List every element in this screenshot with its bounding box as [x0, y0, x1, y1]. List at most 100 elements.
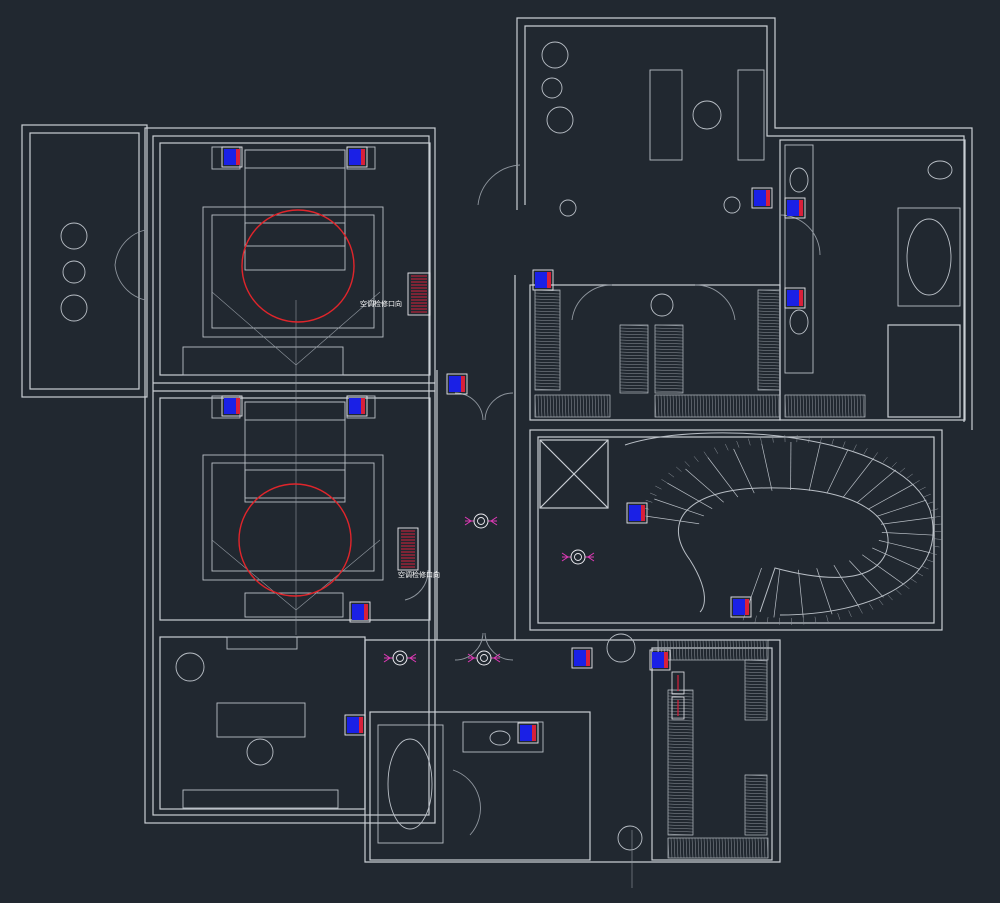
return-grille: [407, 272, 431, 316]
stair-hatch: [725, 443, 729, 451]
hatch-area: [744, 774, 768, 836]
bedroom-2-room: [159, 397, 431, 621]
study-plant: [559, 199, 577, 217]
sink-upper-2: [789, 309, 809, 335]
stair-tread: [826, 449, 849, 494]
stair-hatch: [853, 444, 857, 451]
bed-2-ray-left: [211, 539, 297, 611]
stair-hatch: [916, 572, 924, 577]
stair-tread: [707, 457, 739, 498]
stair-hatch: [814, 616, 817, 624]
balcony-inner: [29, 132, 140, 390]
stair-tread: [761, 443, 773, 491]
hatch-area: [667, 837, 769, 859]
stair-hatch: [913, 480, 920, 485]
stair-tread: [667, 482, 713, 509]
lounge-chair-2: [546, 106, 574, 134]
vanity-lower: [462, 721, 544, 753]
stair-hatch: [922, 565, 929, 570]
stair-hatch: [645, 499, 653, 503]
closet-hatching: [534, 289, 866, 859]
balcony-chair-1: [60, 222, 88, 250]
bedroom-1-room: [159, 142, 431, 376]
upper-bath: [779, 139, 966, 421]
stair-tread: [849, 560, 884, 598]
ceiling-diffuser-icon: [464, 513, 498, 529]
small-grille: [671, 671, 685, 695]
shower-room: [887, 324, 961, 418]
hatch-area: [744, 659, 768, 721]
stair-hatch: [934, 538, 942, 540]
lower-desk-chair: [246, 738, 274, 766]
stair-hatch: [873, 452, 878, 459]
stair-hatch: [837, 613, 841, 620]
stair-tread: [685, 468, 724, 503]
stair-inner-edge: [678, 487, 889, 613]
lower-study-room: [159, 636, 366, 810]
stair-tread: [881, 517, 934, 525]
inner-wall-left-block: [152, 135, 430, 816]
stair-hatch: [933, 516, 941, 518]
stair-hatch: [842, 441, 846, 449]
ac-indoor-unit-icon: [751, 187, 773, 209]
ac-indoor-unit-icon: [344, 714, 366, 736]
lower-shelf: [226, 636, 298, 650]
stair-tread: [872, 547, 920, 570]
ac-service-note-1: 空调检修口向: [360, 299, 402, 308]
ac-service-note-2: 空调检修口向: [398, 570, 440, 579]
stair-hatch: [661, 479, 668, 484]
annotation-circles: [238, 209, 355, 597]
balcony-chair-2: [60, 294, 88, 322]
stair-outer-edge: [624, 432, 934, 616]
ac-indoor-unit-icon: [221, 395, 243, 417]
bathtub-lower: [377, 724, 444, 844]
tv-cabinet-2: [244, 592, 344, 618]
study-desk: [649, 69, 683, 161]
stair-hatch: [891, 462, 897, 468]
stair-tread: [881, 532, 935, 536]
stair-hatch: [929, 552, 937, 555]
stair-hatch: [649, 492, 657, 496]
bed-2-frame: [244, 401, 346, 503]
door-corridor-4: [484, 632, 514, 661]
ceiling-diffuser-icon: [561, 549, 595, 565]
door-balcony: [114, 229, 146, 266]
ac-indoor-unit-icon: [784, 197, 806, 219]
stair-tread: [856, 469, 897, 503]
toilet-upper: [927, 160, 953, 180]
stair-hatch: [896, 589, 902, 595]
stair-hatch: [693, 456, 699, 462]
stair-tread: [816, 568, 833, 615]
bathtub-lower-basin: [387, 738, 433, 830]
small-grille: [671, 696, 685, 720]
balcony-outer: [21, 124, 148, 398]
stair-hatch: [831, 438, 834, 446]
rug-1-inner: [211, 214, 375, 329]
stair-hatch: [928, 501, 936, 504]
stair-hatch: [684, 461, 690, 467]
stair-hatch: [899, 467, 906, 473]
bed-1-ray-left: [211, 291, 297, 366]
bathtub-upper: [897, 207, 961, 307]
stair-hatch: [887, 594, 893, 601]
hall-round-table: [650, 293, 674, 317]
hatch-area: [667, 689, 694, 836]
door-study: [477, 164, 521, 206]
lower-armchair: [175, 652, 205, 682]
stair-tread: [654, 498, 705, 517]
stair-hall: [529, 429, 943, 631]
stair-tread: [842, 457, 874, 498]
ceiling-diffuser-icon: [383, 650, 417, 666]
toilet-lower-right: [617, 825, 643, 851]
stair-tread: [808, 443, 821, 491]
lower-sideboard: [182, 789, 339, 809]
hatch-area: [654, 324, 684, 394]
door-swings: [114, 164, 821, 836]
stair-hatch: [819, 437, 822, 444]
hatch-area: [534, 289, 561, 391]
stair-hatch: [858, 607, 863, 614]
door-balcony-2: [114, 264, 146, 301]
outer-wall-left-block: [144, 127, 436, 824]
elevator-shaft: [539, 439, 609, 509]
stair-hatch: [748, 438, 751, 446]
